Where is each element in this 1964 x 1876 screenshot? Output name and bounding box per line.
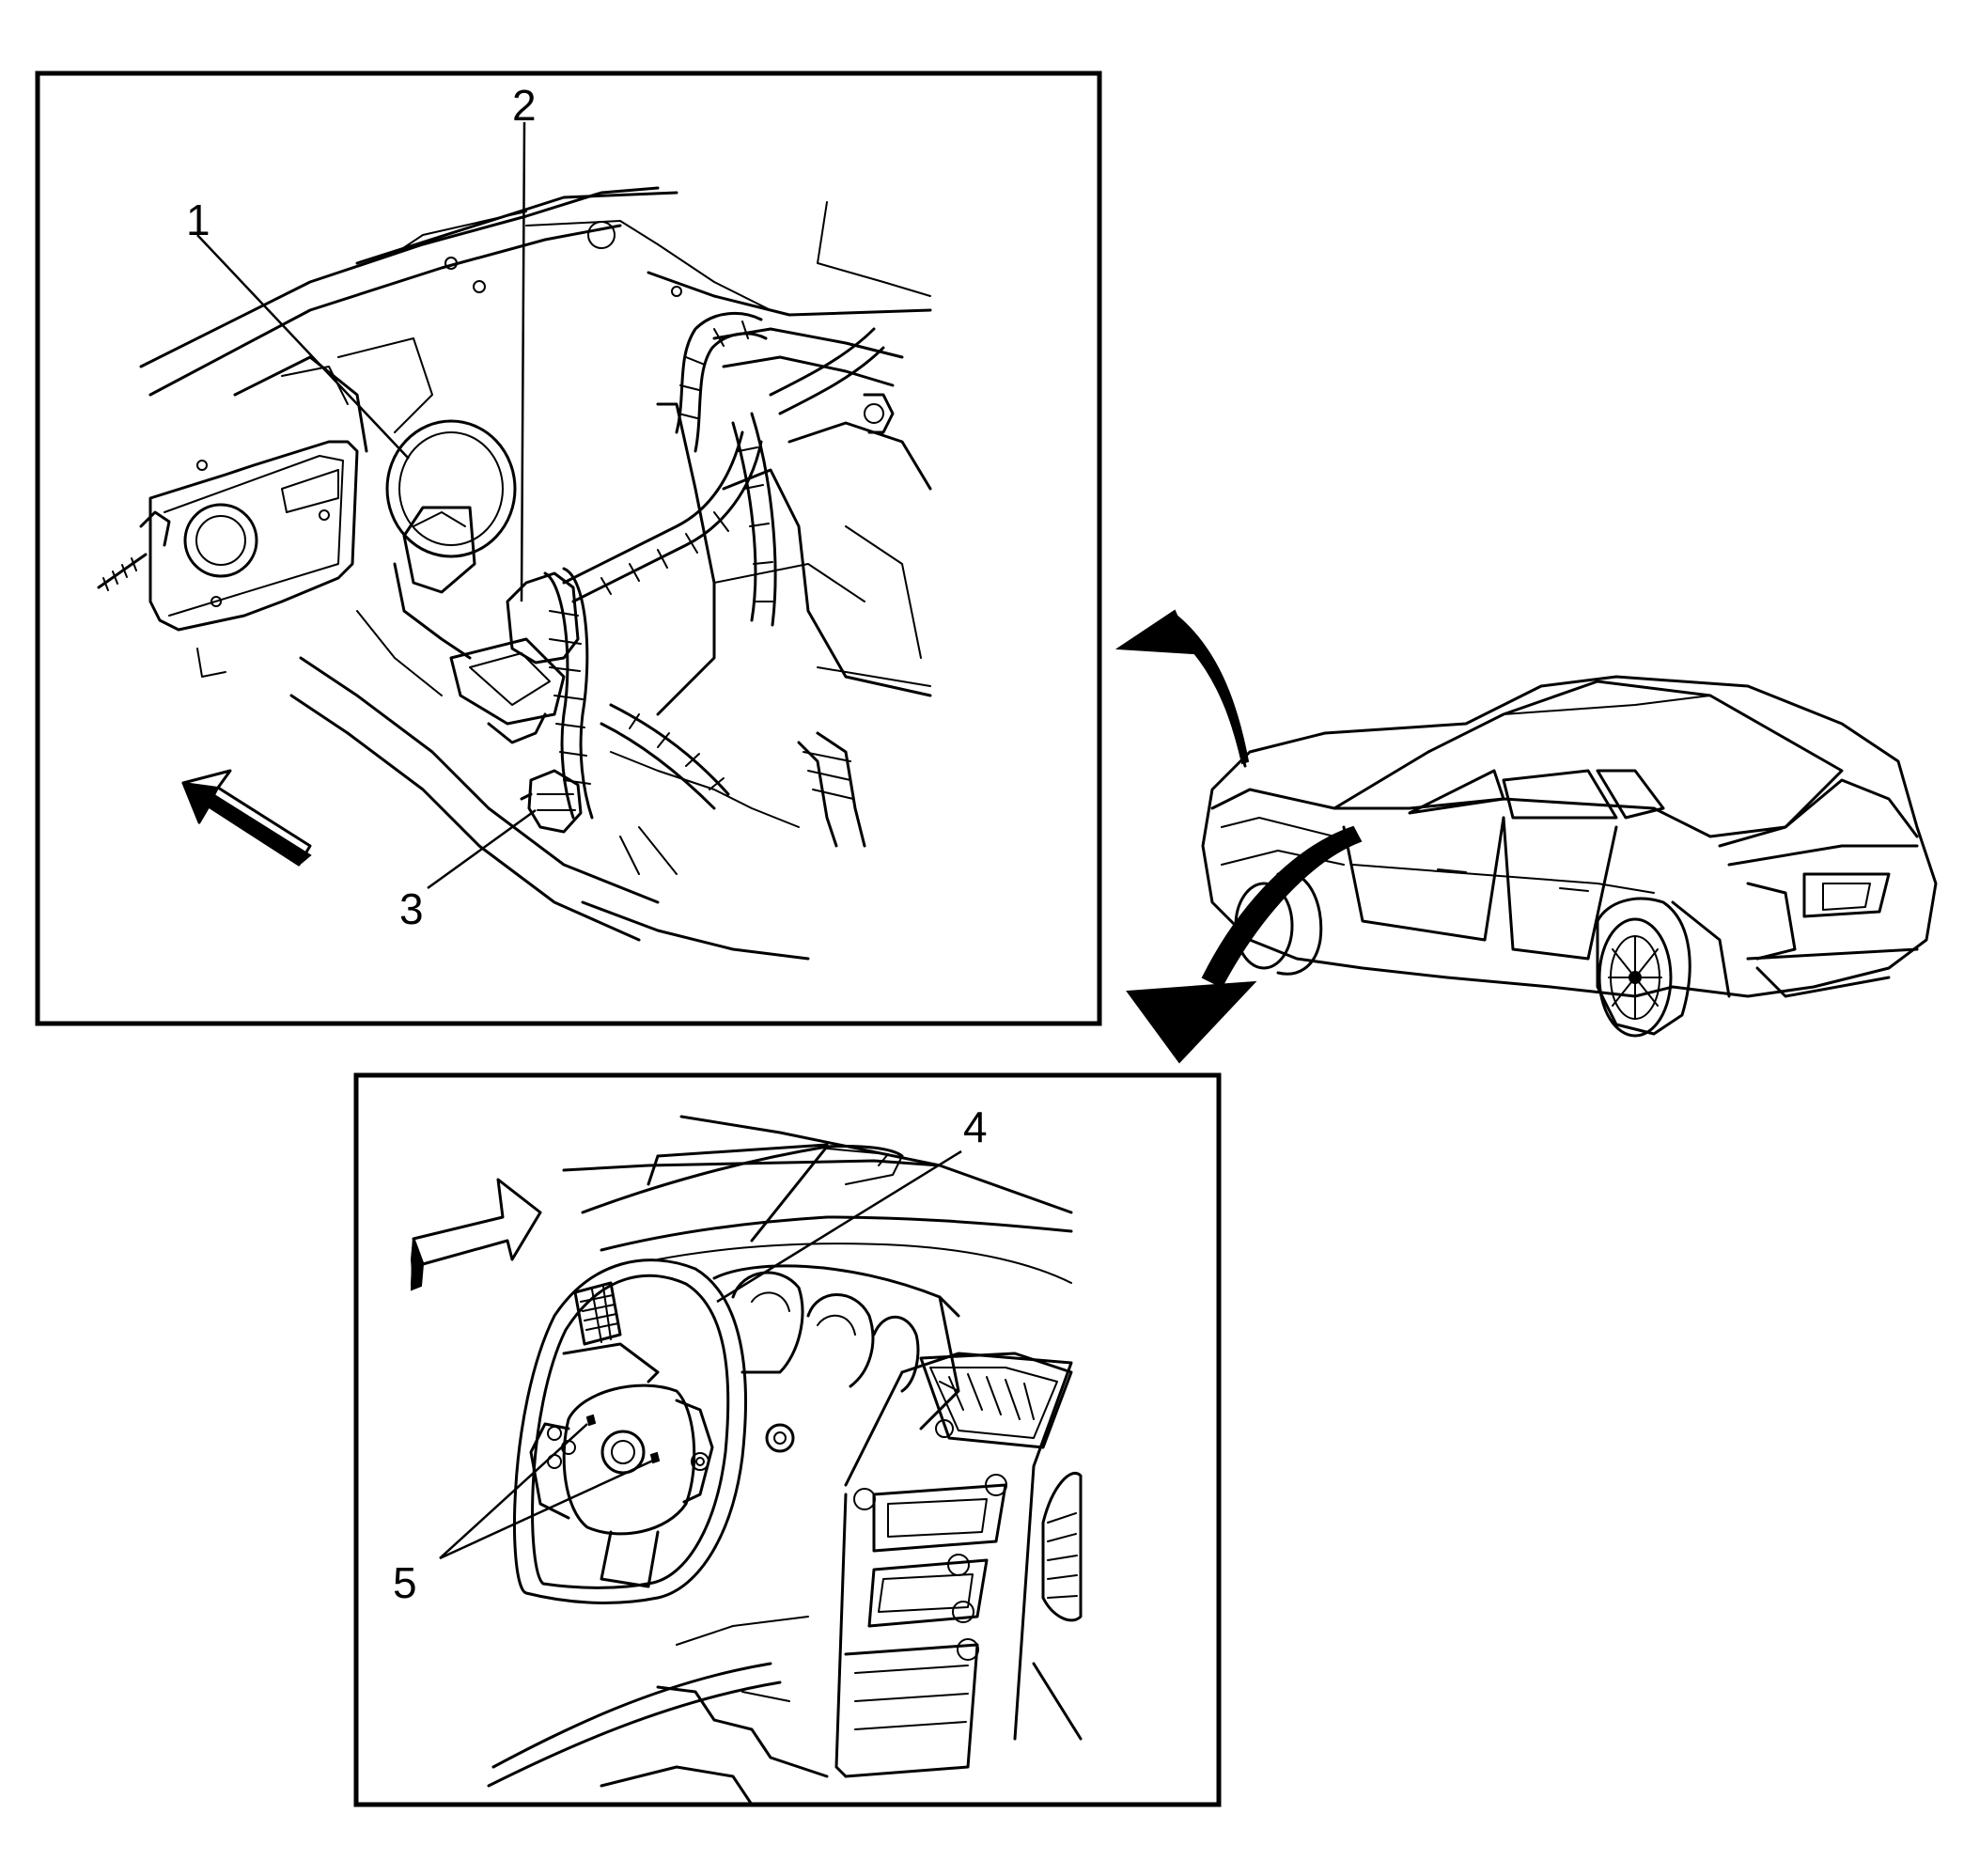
component-1-grommet: [385, 419, 517, 660]
callout-3: 3: [399, 884, 424, 933]
bottom-panel-frame: [353, 1072, 1222, 1807]
harness-ribs: [549, 320, 773, 790]
center-stack: [834, 1352, 1073, 1778]
dashboard: [562, 1115, 1073, 1284]
floor-lines: [487, 1616, 829, 1806]
firewall-structure: [289, 393, 932, 961]
callout-leaders-top: [196, 121, 537, 890]
callout-2: 2: [512, 81, 537, 130]
location-arrows: [1114, 609, 1363, 1064]
view-direction-arrow-top: [181, 769, 312, 867]
top-detail-panel: 1 2 3: [35, 70, 1102, 1026]
view-direction-arrow-bottom: [410, 1178, 542, 1291]
top-panel-frame: [35, 70, 1102, 1026]
component-3-connector: [520, 769, 583, 834]
right-air-vent: [1032, 1472, 1083, 1741]
callout-5: 5: [393, 1558, 417, 1607]
body-structure: [139, 186, 932, 453]
mounting-bracket: [97, 440, 359, 678]
callout-4: 4: [963, 1102, 988, 1151]
callout-1: 1: [186, 195, 210, 244]
component-2-connector: [449, 571, 580, 744]
bottom-detail-panel: 4 5: [353, 1072, 1222, 1807]
steering-wheel: [513, 1258, 747, 1604]
callout-leaders-bottom: [439, 1149, 962, 1560]
vehicle-overview: [1201, 675, 1938, 1038]
wiring-harness: [543, 311, 885, 820]
instrument-cluster: [712, 1264, 960, 1453]
